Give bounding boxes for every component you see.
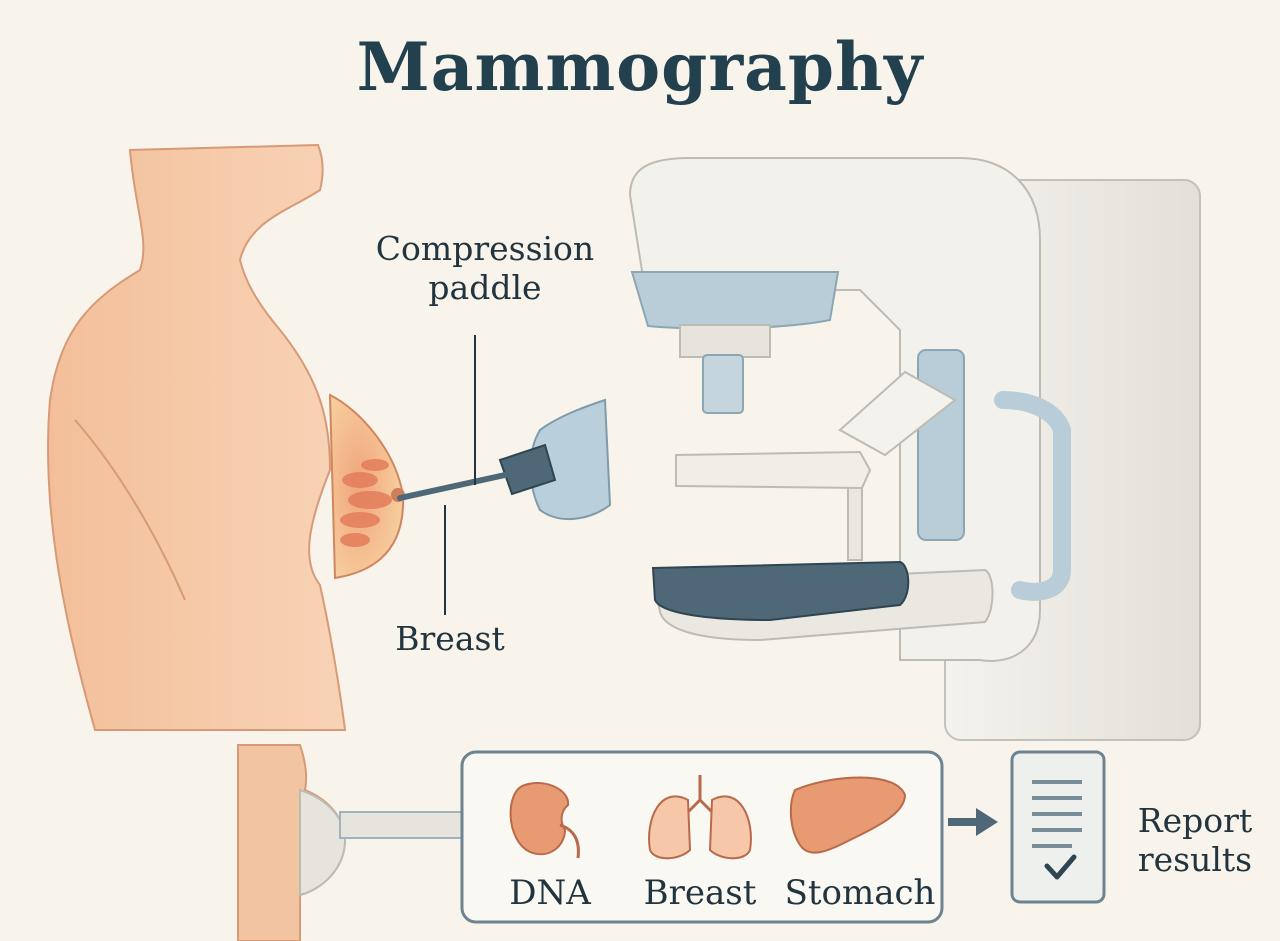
tube-nozzle [702,354,744,414]
tool-shaft [397,472,508,501]
paddle-arm [838,370,957,457]
machine-handle [994,391,1071,601]
arm-slider [917,349,965,541]
xray-tube-head [630,271,840,330]
report-results-label: Report results [1137,801,1253,879]
organ-label-dna: DNA [509,873,591,913]
compression-paddle-plate [675,450,872,490]
page-title: Mammography [356,28,924,106]
tool-handle [498,443,557,496]
torso [47,143,347,731]
mammography-machine [628,157,1201,741]
breast-label: Breast [395,619,505,658]
bottom-patient-figure [237,744,463,941]
kidney-icon [509,781,580,859]
liver-icon [789,776,907,854]
checkmark-icon [1044,854,1077,880]
lungs-icon [648,775,752,860]
report-document-icon [1010,750,1106,904]
examiner-hand [397,398,612,521]
image-detector-plate [651,560,910,622]
bottom-connector-bar [339,811,463,839]
breast-tissue [340,459,392,547]
compression-paddle-label: Compression paddle [375,229,595,307]
organ-label-stomach: Stomach [784,873,936,913]
collimator [679,324,771,358]
arm-line [74,419,186,601]
organ-label-breast: Breast [643,873,757,913]
arrow-icon [948,808,998,836]
